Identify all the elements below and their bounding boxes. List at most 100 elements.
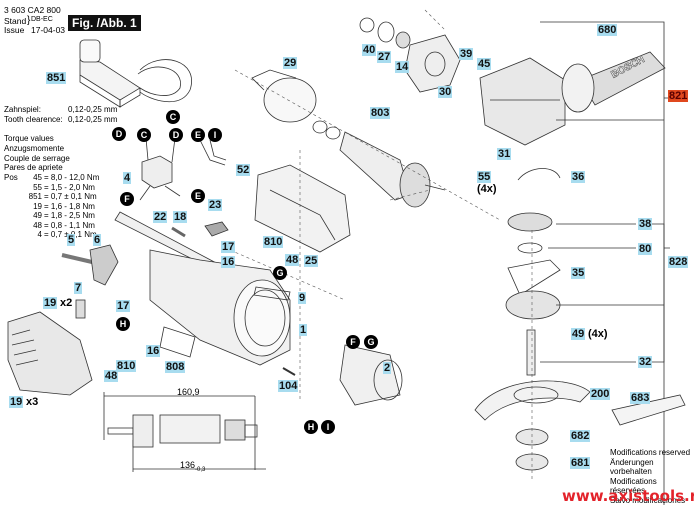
website-link[interactable]: www.axistools.ru [562,487,694,505]
torque-pos: 851 [28,192,42,201]
quantity-x2: x2 [60,297,73,309]
connector-d: D [112,127,126,141]
fan-baffle-part-29 [251,69,317,123]
connector-h: H [304,420,318,434]
part-label-29[interactable]: 29 [283,57,298,69]
connector-h: H [116,317,130,331]
guard-part-200 [474,380,591,421]
part-label-683[interactable]: 683 [630,392,651,404]
stand-label: Stand [4,16,27,26]
part-label-851[interactable]: 851 [46,72,67,84]
part-label-23[interactable]: 23 [208,199,223,211]
part-label-18[interactable]: 18 [173,211,188,223]
gear-set-part-828 [505,212,561,376]
part-label-5[interactable]: 5 [67,234,76,246]
quantity-4x: (4x) [588,328,608,340]
part-label-682[interactable]: 682 [570,430,591,442]
part-label-32[interactable]: 32 [638,356,653,368]
slider-part-23 [204,221,229,237]
part-label-9[interactable]: 9 [298,292,307,304]
capacitor-part-851 [79,39,192,108]
torque-value: = 0,7 ± 0,1 Nm [44,192,97,201]
armature-part-803 [312,120,446,208]
torque-pos-label: Pos [4,173,18,182]
part-label-680[interactable]: 680 [597,24,618,36]
part-label-48[interactable]: 48 [285,254,300,266]
connector-f: F [346,335,360,349]
part-label-40[interactable]: 40 [362,44,377,56]
part-label-17[interactable]: 17 [116,300,131,312]
clearance-note-en: Tooth clearence: 0,12-0,25 mm [4,115,118,124]
torque-pos: 19 [33,201,42,211]
part-label-681[interactable]: 681 [570,457,591,469]
part-label-49[interactable]: 49 [571,328,586,340]
part-label-821[interactable]: 821 [668,90,689,102]
torque-pos: 55 [33,182,42,192]
part-label-16[interactable]: 16 [146,345,161,357]
connector-g: G [273,266,287,280]
torque-value: = 1,6 - 1,8 Nm [44,201,95,211]
part-label-35[interactable]: 35 [571,267,586,279]
brace: } [27,15,31,26]
part-label-803[interactable]: 803 [370,107,391,119]
part-label-14[interactable]: 14 [395,61,410,73]
connector-c: C [137,128,151,142]
part-label-80[interactable]: 80 [638,243,653,255]
cable-part-5 [61,253,93,264]
part-label-27[interactable]: 27 [377,51,392,63]
part-label-52[interactable]: 52 [236,164,251,176]
spring-part-18 [171,226,186,238]
part-label-25[interactable]: 25 [304,255,319,267]
part-label-16[interactable]: 16 [221,256,236,268]
part-label-810[interactable]: 810 [116,360,137,372]
torque-value: = 1,5 - 2,0 Nm [44,182,95,192]
connector-i: I [321,420,335,434]
part-label-810[interactable]: 810 [263,236,284,248]
part-label-104[interactable]: 104 [278,380,299,392]
torque-pos: 45 [33,173,42,182]
nut-part-681 [515,453,549,471]
part-label-200[interactable]: 200 [590,388,611,400]
clearance-note-de: Zahnspiel: 0,12-0,25 mm [4,105,118,114]
torque-heading-es: Pares de apriete [4,163,63,172]
sleeve-part-6 [89,244,119,286]
part-label-19[interactable]: 19 [9,396,24,408]
quantity-x3: x3 [26,396,39,408]
motor-housing-part-1 [149,249,291,366]
part-label-17[interactable]: 17 [221,241,236,253]
part-label-31[interactable]: 31 [497,148,512,160]
part-label-45[interactable]: 45 [477,58,492,70]
modifications-note: Modifications reserved Änderungen vorbeh… [610,448,691,505]
part-label-36[interactable]: 36 [571,171,586,183]
connector-e: E [191,128,205,142]
part-label-38[interactable]: 38 [638,218,653,230]
armature-dimension-drawing [103,392,266,472]
issue-value: 17-04-03 [31,25,66,35]
part-label-7[interactable]: 7 [74,282,83,294]
part-label-55[interactable]: 55 [477,171,492,183]
part-label-6[interactable]: 6 [93,234,102,246]
connector-i: I [208,128,222,142]
connector-f: F [120,192,134,206]
part-label-22[interactable]: 22 [153,211,168,223]
clamp-part-36 [517,168,561,181]
stator-part-2 [339,344,403,406]
gasket-part-808 [159,326,196,358]
part-label-2[interactable]: 2 [383,362,392,374]
torque-value: = 1,8 - 2,5 Nm [44,211,95,220]
part-label-1[interactable]: 1 [299,324,308,336]
part-label-39[interactable]: 39 [459,48,474,60]
connector-e: E [191,189,205,203]
part-label-19[interactable]: 19 [43,297,58,309]
part-label-48[interactable]: 48 [104,370,119,382]
clamp-part-7 [75,299,86,319]
part-label-828[interactable]: 828 [668,256,689,268]
gasket-part-9 [253,286,291,301]
connector-g: G [364,335,378,349]
part-label-30[interactable]: 30 [438,86,453,98]
part-label-4[interactable]: 4 [123,172,132,184]
part-label-808[interactable]: 808 [165,361,186,373]
flange-part-30 [359,17,461,93]
quantity-4x: (4x) [477,183,497,195]
